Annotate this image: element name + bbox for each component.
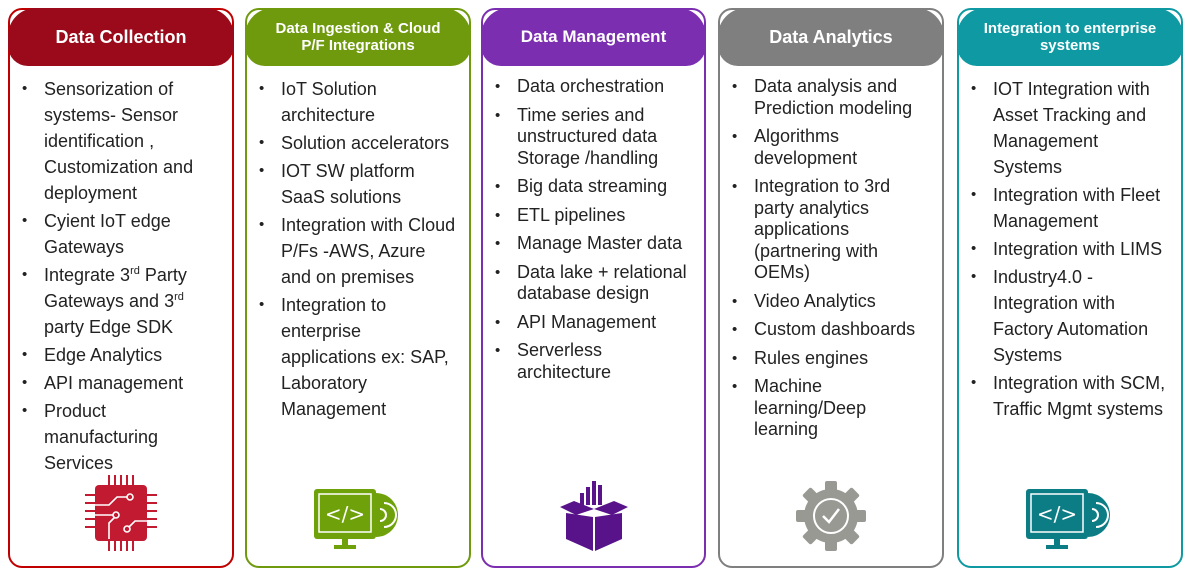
data-box-icon [558, 481, 630, 556]
list-item: Serverless architecture [491, 340, 698, 383]
item-text: Serverless architecture [517, 340, 612, 382]
column-data-ingestion-cloud-p-f-integrations: Data Ingestion & Cloud P/F IntegrationsI… [245, 8, 471, 568]
item-text: Integration to 3rd party analytics appli… [754, 176, 891, 282]
superscript-text: rd [130, 265, 140, 277]
item-text: Integration with SCM, Traffic Mgmt syste… [993, 373, 1166, 419]
list-item: Integration with LIMS [967, 236, 1175, 262]
superscript-text: rd [174, 291, 184, 303]
item-text: Algorithms development [754, 126, 858, 168]
column-data-analytics: Data AnalyticsData analysis and Predicti… [718, 8, 944, 568]
bullet-list: Sensorization of systems- Sensor identif… [18, 76, 226, 478]
list-item: API Management [491, 312, 698, 334]
list-item: Integrate 3rd Party Gateways and 3rd par… [18, 262, 226, 340]
list-item: Cyient IoT edge Gateways [18, 208, 226, 260]
item-text: Data analysis and Prediction modeling [754, 76, 913, 118]
column-header: Data Management [481, 8, 706, 66]
list-item: Integration to enterprise applications e… [255, 292, 463, 422]
item-text: IOT Integration with Asset Tracking and … [993, 79, 1150, 177]
column-header: Data Ingestion & Cloud P/F Integrations [245, 8, 471, 66]
item-text: Manage Master data [517, 233, 683, 253]
list-item: Sensorization of systems- Sensor identif… [18, 76, 226, 206]
list-item: Rules engines [728, 348, 936, 370]
list-item: Algorithms development [728, 126, 936, 169]
code-monitor-icon: </> [312, 485, 404, 556]
list-item: Integration with Cloud P/Fs -AWS, Azure … [255, 212, 463, 290]
item-text: Edge Analytics [44, 345, 163, 365]
item-text: Integration with LIMS [993, 239, 1163, 259]
list-item: ETL pipelines [491, 205, 698, 227]
list-item: Industry4.0 - Integration with Factory A… [967, 264, 1175, 368]
item-text: Rules engines [754, 347, 869, 368]
column-header: Data Analytics [718, 8, 944, 66]
item-text: ETL pipelines [517, 204, 626, 225]
svg-text:</>: </> [325, 502, 365, 526]
list-item: Manage Master data [491, 233, 698, 255]
column-header: Integration to enterprise systems [957, 8, 1183, 66]
list-item: Big data streaming [491, 176, 698, 198]
item-text: IoT Solution architecture [281, 79, 377, 125]
item-text: Solution accelerators [281, 133, 450, 153]
list-item: Data orchestration [491, 76, 698, 98]
item-text: Integrate 3 [44, 265, 131, 285]
list-item: Integration to 3rd party analytics appli… [728, 176, 936, 284]
list-item: IOT SW platform SaaS solutions [255, 158, 463, 210]
list-item: API management [18, 370, 226, 396]
list-item: Data lake + relational database design [491, 262, 698, 305]
item-text: Data orchestration [517, 76, 665, 96]
list-item: IoT Solution architecture [255, 76, 463, 128]
list-item: Time series and unstructured data Storag… [491, 105, 698, 170]
item-text: party Edge SDK [44, 317, 174, 337]
item-text: Data lake + relational database design [517, 261, 687, 304]
item-text: Integration to enterprise applications e… [281, 295, 449, 419]
item-text: Product manufacturing Services [44, 401, 159, 473]
column-data-management: Data ManagementData orchestrationTime se… [481, 8, 706, 568]
svg-text:</>: </> [1037, 502, 1077, 526]
list-item: Integration with Fleet Management [967, 182, 1175, 234]
column-header: Data Collection [8, 8, 234, 66]
column-data-collection: Data CollectionSensorization of systems-… [8, 8, 234, 568]
list-item: IOT Integration with Asset Tracking and … [967, 76, 1175, 180]
list-item: Machine learning/Deep learning [728, 376, 936, 441]
item-text: Video Analytics [754, 290, 876, 311]
circuit-chip-icon [85, 475, 157, 556]
bullet-list: Data orchestrationTime series and unstru… [491, 76, 698, 390]
bullet-list: Data analysis and Prediction modelingAlg… [728, 76, 936, 448]
list-item: Integration with SCM, Traffic Mgmt syste… [967, 370, 1175, 422]
item-text: Big data streaming [517, 176, 668, 196]
list-item: Data analysis and Prediction modeling [728, 76, 936, 119]
item-text: API Management [517, 311, 657, 332]
list-item: Solution accelerators [255, 130, 463, 156]
code-monitor-icon: </> [1024, 485, 1116, 556]
item-text: Machine learning/Deep learning [754, 376, 867, 439]
column-integration-to-enterprise-systems: Integration to enterprise systemsIOT Int… [957, 8, 1183, 568]
item-text: Integration with Cloud P/Fs -AWS, Azure … [281, 215, 456, 287]
list-item: Product manufacturing Services [18, 398, 226, 476]
bullet-list: IoT Solution architectureSolution accele… [255, 76, 463, 424]
list-item: Custom dashboards [728, 319, 936, 341]
item-text: Time series and unstructured data Storag… [517, 104, 659, 168]
list-item: Video Analytics [728, 291, 936, 313]
item-text: Custom dashboards [754, 319, 916, 339]
item-text: Integration with Fleet Management [993, 185, 1161, 231]
item-text: Industry4.0 - Integration with Factory A… [993, 267, 1149, 365]
item-text: Sensorization of systems- Sensor identif… [44, 79, 194, 203]
bullet-list: IOT Integration with Asset Tracking and … [967, 76, 1175, 424]
item-text: IOT SW platform SaaS solutions [281, 161, 415, 207]
item-text: Party Gateways and 3 [44, 265, 187, 311]
item-text: API management [44, 373, 184, 393]
item-text: Cyient IoT edge Gateways [44, 211, 171, 257]
gear-check-icon [796, 481, 866, 556]
list-item: Edge Analytics [18, 342, 226, 368]
